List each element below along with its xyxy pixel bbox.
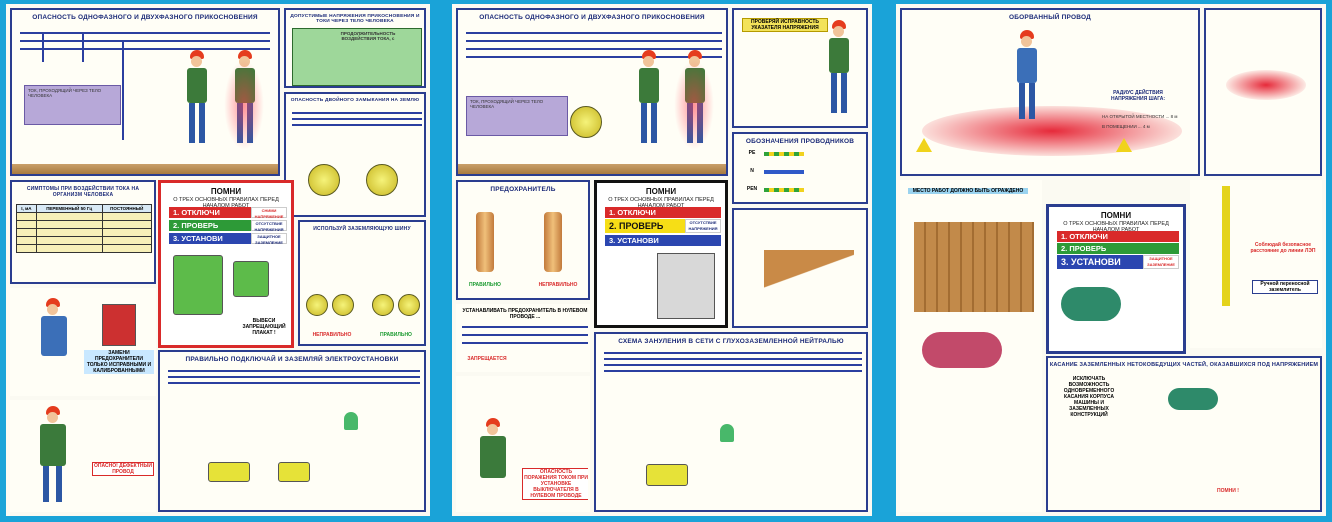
motor-icon	[1061, 287, 1121, 321]
panel-voltage-table: ДОПУСТИМЫЕ НАПРЯЖЕНИЯ ПРИКОСНОВЕНИЯ И ТО…	[284, 8, 426, 88]
formula-box: ТОК, ПРОХОДЯЩИЙ ЧЕРЕЗ ТЕЛО ЧЕЛОВЕКА	[24, 85, 121, 125]
device-box	[278, 462, 310, 482]
lamp-icon	[344, 412, 358, 430]
motor-icon	[308, 164, 340, 196]
formula-box: ТОК, ПРОХОДЯЩИЙ ЧЕРЕЗ ТЕЛО ЧЕЛОВЕКА	[466, 96, 568, 136]
panel-crane: Соблюдай безопасное расстояние до линии …	[1190, 180, 1322, 348]
motor-icon	[922, 332, 1002, 368]
rule-ground: 3. УСТАНОВИ	[605, 235, 721, 246]
panel-touch-danger: ОПАСНОСТЬ ОДНОФАЗНОГО И ДВУХФАЗНОГО ПРИК…	[10, 8, 280, 176]
panel-conductors: ОБОЗНАЧЕНИЯ ПРОВОДНИКОВ PE N PEN	[732, 132, 868, 204]
panel-double-fault: ОПАСНОСТЬ ДВОЙНОГО ЗАМЫКАНИЯ НА ЗЕМЛЮ	[284, 92, 426, 217]
device-box	[646, 464, 688, 486]
panel-fuse-rule: УСТАНАВЛИВАТЬ ПРЕДОХРАНИТЕЛЬ В НУЛЕВОМ П…	[456, 304, 590, 372]
panel-danger-worker: ОПАСНОСТЬ ПОРАЖЕНИЯ ТОКОМ ПРИ УСТАНОВКЕ …	[456, 376, 590, 512]
panel-indicator-check: ПРОВЕРЯЙ ИСПРАВНОСТЬ УКАЗАТЕЛЯ НАПРЯЖЕНИ…	[732, 8, 868, 128]
panel-drill-worker: ОПАСНО! ДЕФЕКТНЫЙ ПРОВОД	[10, 400, 156, 512]
panel-touch-danger: ОПАСНОСТЬ ОДНОФАЗНОГО И ДВУХФАЗНОГО ПРИК…	[456, 8, 728, 176]
motor-icon	[366, 164, 398, 196]
panel-fenced-work: МЕСТО РАБОТ ДОЛЖНО БЫТЬ ОГРАЖДЕНО	[900, 180, 1042, 512]
memo-three-rules: ПОМНИ О ТРЕХ ОСНОВНЫХ ПРАВИЛАХ ПЕРЕД НАЧ…	[594, 180, 728, 328]
panel-broken-wire: ОБОРВАННЫЙ ПРОВОД РАДИУС ДЕЙСТВИЯ НАПРЯЖ…	[900, 8, 1200, 176]
memo-three-rules: ПОМНИ О ТРЕХ ОСНОВНЫХ ПРАВИЛАХ ПЕРЕД НАЧ…	[1046, 204, 1186, 354]
switch-box	[173, 255, 223, 315]
symptoms-table: I, мА ПЕРЕМЕННЫЙ 50 Гц ПОСТОЯННЫЙ	[16, 204, 153, 253]
panel-symptoms: СИМПТОМЫ ПРИ ВОЗДЕЙСТВИИ ТОКА НА ОРГАНИЗ…	[10, 180, 156, 284]
motor-icon	[570, 106, 602, 138]
device-box	[208, 462, 250, 482]
worker-figure	[224, 50, 264, 150]
panel-touch-grounded: КАСАНИЕ ЗАЗЕМЛЕННЫХ НЕТОКОВЕДУЩИХ ЧАСТЕЙ…	[1046, 356, 1322, 512]
warning-icon	[916, 138, 932, 152]
lamp-icon	[720, 424, 734, 442]
step-voltage-zone	[922, 106, 1182, 156]
voltage-table: ПРОДОЛЖИТЕЛЬНОСТЬ ВОЗДЕЙСТВИЯ ТОКА, с	[292, 28, 422, 86]
panel-fuse-worker: ЗАМЕНИ ПРЕДОХРАНИТЕЛИ ТОЛЬКО ИСПРАВНЫМИ …	[10, 288, 156, 396]
panel-zero-scheme: СХЕМА ЗАНУЛЕНИЯ В СЕТИ С ГЛУХОЗАЗЕМЛЕННО…	[594, 332, 868, 512]
panel-roof-wiring	[732, 208, 868, 328]
rule-disconnect: 1. ОТКЛЮЧИ	[1057, 231, 1179, 242]
fuse-panel	[657, 253, 715, 319]
panel-fuse: ПРЕДОХРАНИТЕЛЬ ПРАВИЛЬНО НЕПРАВИЛЬНО	[456, 180, 590, 300]
poster-2: ОПАСНОСТЬ ОДНОФАЗНОГО И ДВУХФАЗНОГО ПРИК…	[452, 4, 872, 516]
rule-disconnect: 1. ОТКЛЮЧИ	[605, 207, 721, 218]
switch-box	[233, 261, 269, 297]
warning-icon	[1116, 138, 1132, 152]
panel-ground-bus: ИСПОЛЬЗУЙ ЗАЗЕМЛЯЮЩУЮ ШИНУ НЕПРАВИЛЬНО П…	[298, 220, 426, 346]
panel-connect-scheme: ПРАВИЛЬНО ПОДКЛЮЧАЙ И ЗАЗЕМЛЯЙ ЭЛЕКТРОУС…	[158, 350, 426, 512]
worker-figure	[182, 50, 212, 150]
panel-title: ОПАСНОСТЬ ОДНОФАЗНОГО И ДВУХФАЗНОГО ПРИК…	[32, 14, 258, 21]
poster-1: ОПАСНОСТЬ ОДНОФАЗНОГО И ДВУХФАЗНОГО ПРИК…	[6, 4, 430, 516]
panel-pole-wire	[1204, 8, 1322, 176]
rule-check: 2. ПРОВЕРЬ	[1057, 243, 1179, 254]
poster-3: ОБОРВАННЫЙ ПРОВОД РАДИУС ДЕЙСТВИЯ НАПРЯЖ…	[896, 4, 1326, 516]
memo-three-rules: ПОМНИ О ТРЕХ ОСНОВНЫХ ПРАВИЛАХ ПЕРЕД НАЧ…	[158, 180, 294, 348]
